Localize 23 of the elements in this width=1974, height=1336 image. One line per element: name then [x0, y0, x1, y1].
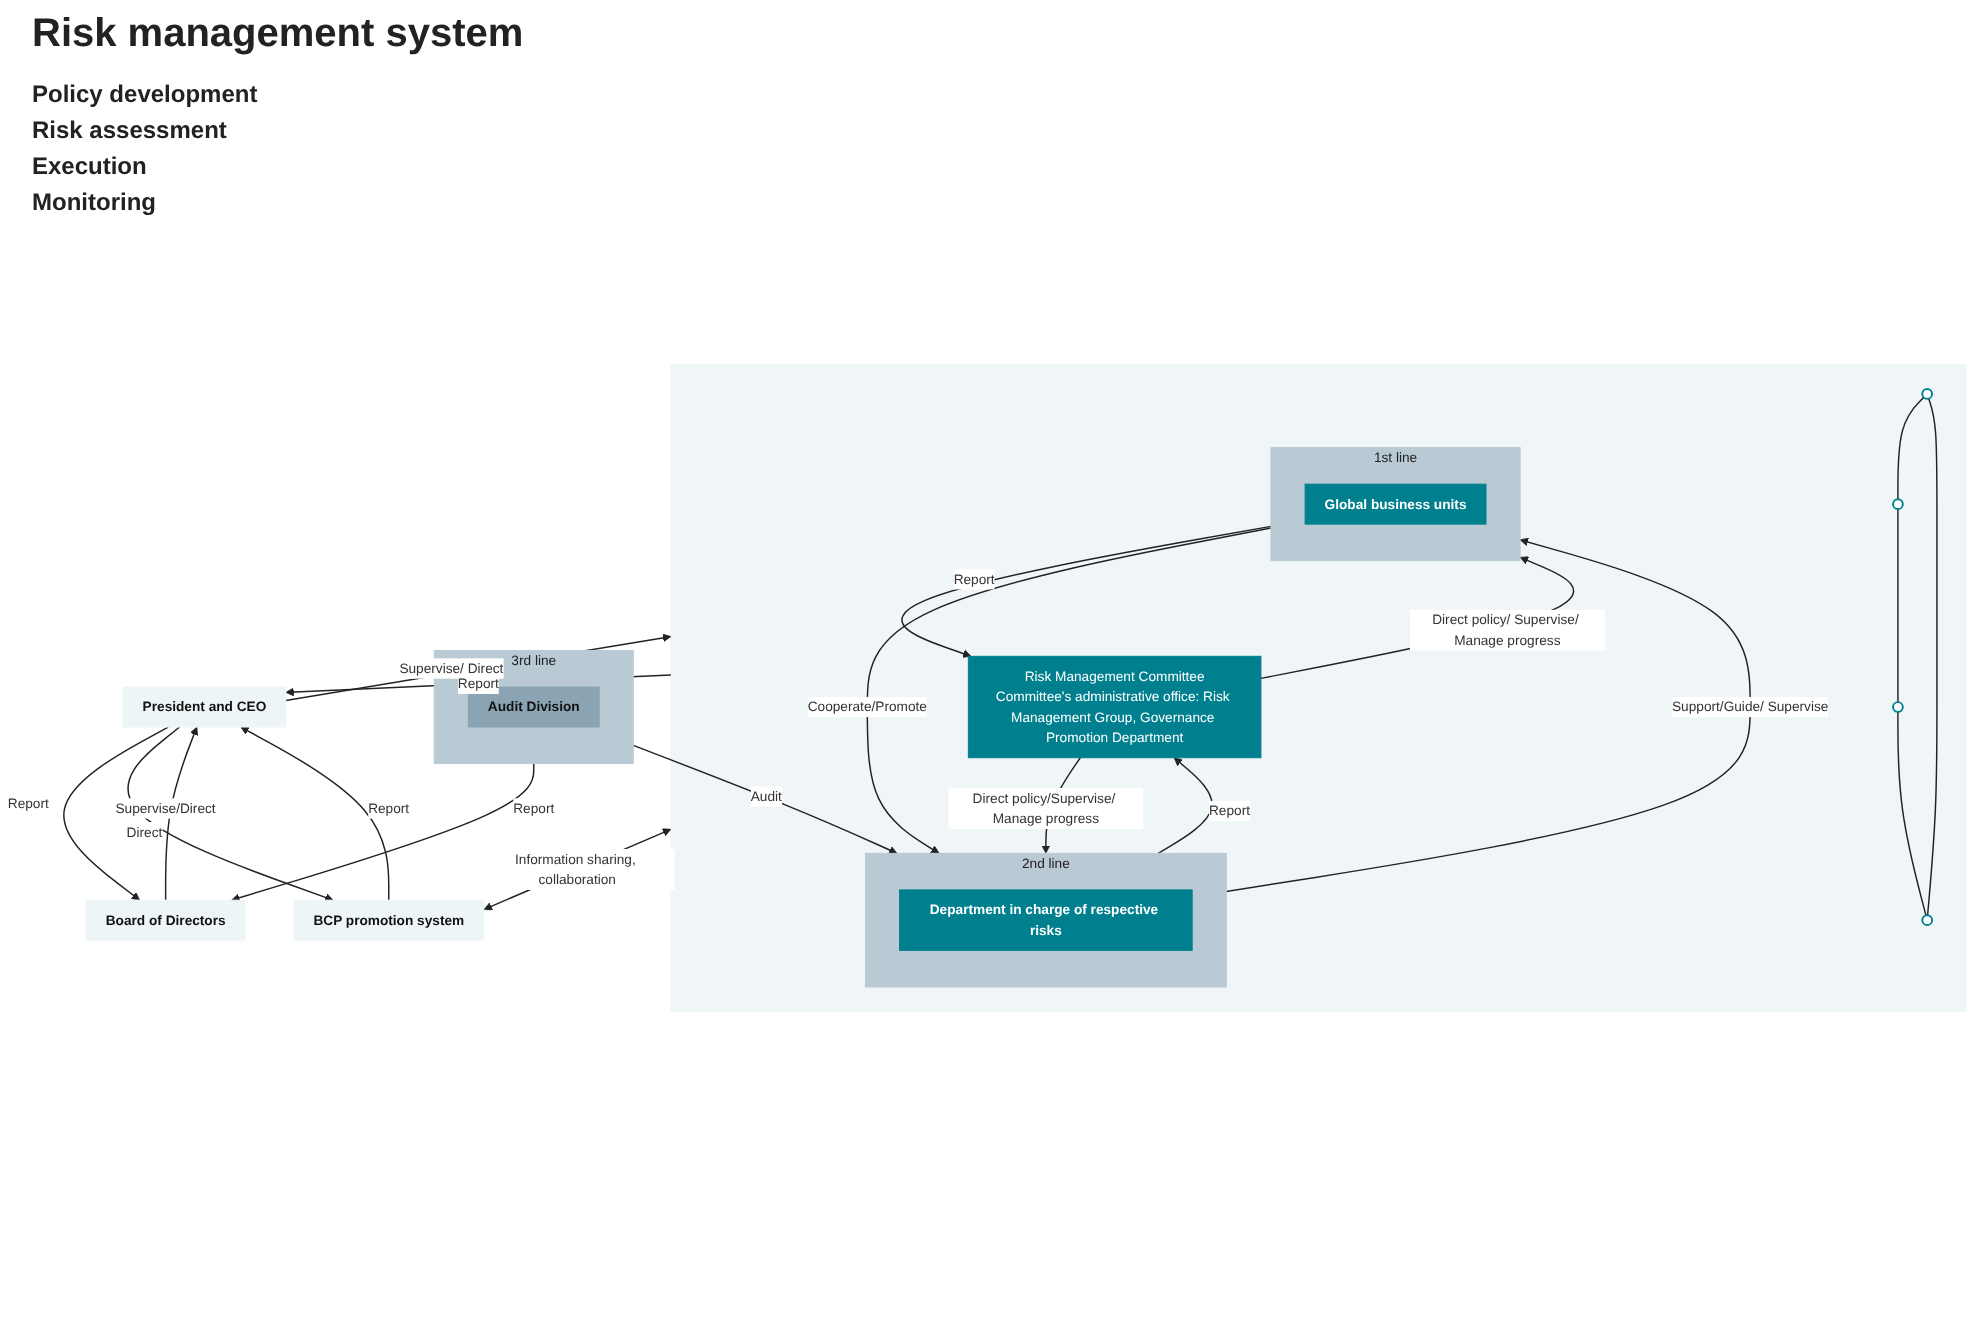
arrow	[164, 726, 199, 901]
arrow	[63, 726, 169, 901]
node-circle	[1921, 388, 1934, 400]
cycle-stage-label: Execution	[32, 152, 147, 180]
connector	[1897, 508, 1899, 703]
node-circle	[1892, 498, 1904, 510]
node-circle	[1921, 914, 1934, 926]
arrow	[1157, 757, 1213, 855]
cycle-stage-label: Policy development	[32, 80, 258, 108]
arrow	[901, 525, 1272, 658]
arrow	[632, 744, 898, 855]
node-circle	[1892, 701, 1904, 713]
cluster	[670, 364, 1967, 1012]
arrow	[231, 762, 535, 902]
arrow	[1225, 537, 1751, 893]
arrow	[127, 726, 334, 902]
diagram-title: Risk management system	[32, 12, 526, 58]
connector	[1926, 397, 1938, 916]
connector	[1897, 711, 1927, 917]
arrow	[240, 726, 390, 901]
cycle-stage-label: Risk assessment	[32, 116, 227, 144]
connector	[1897, 396, 1925, 500]
cycle-stage-label: Monitoring	[32, 188, 156, 216]
